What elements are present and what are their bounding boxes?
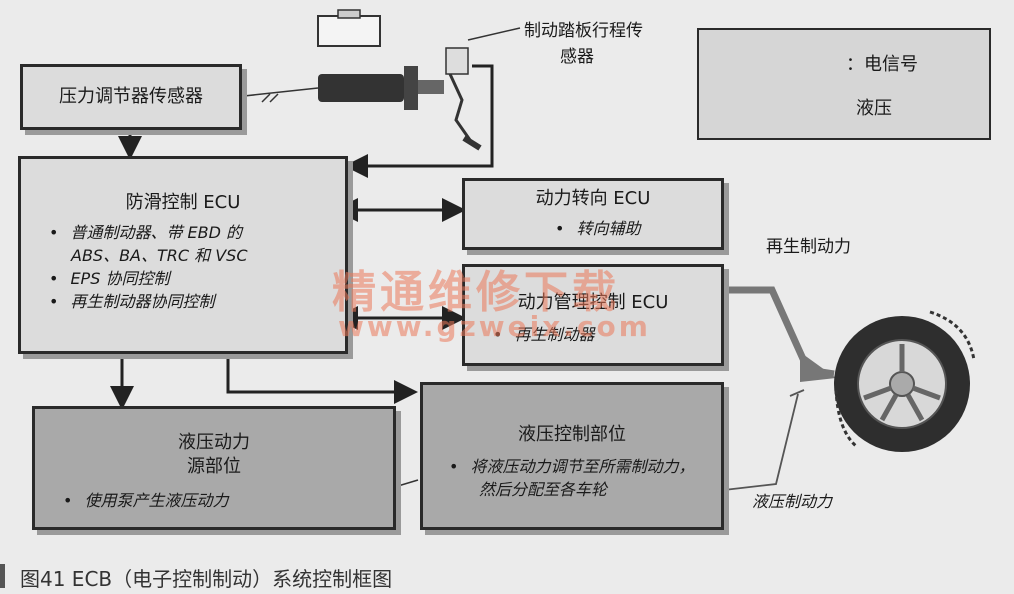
legend-hydraulic-label: 液压 xyxy=(856,98,892,119)
power-ecu-bullet: •再生制动器 xyxy=(493,325,595,344)
skid-ecu-bullet: •EPS 协同控制 xyxy=(49,269,170,288)
power-management-ecu-box: 动力管理控制 ECU •再生制动器 xyxy=(462,264,724,366)
hydraulic-power-source-box: 液压动力 源部位 •使用泵产生液压动力 xyxy=(32,406,396,530)
power-ecu-title: 动力管理控制 ECU xyxy=(517,292,669,313)
pedal-sensor-label-2: 感器 xyxy=(560,47,594,67)
pedal-sensor-label-1: 制动踏板行程传 xyxy=(524,21,643,41)
hyd-control-title: 液压控制部位 xyxy=(518,424,626,445)
steering-ecu-bullet: •转向辅助 xyxy=(555,219,641,238)
regen-braking-force-label: 再生制动力 xyxy=(766,237,851,257)
skid-ecu-bullet: •普通制动器、带 EBD 的 xyxy=(49,223,243,242)
sensor-lead-line xyxy=(243,87,319,97)
hydraulic-braking-force-label: 液压制动力 xyxy=(752,492,833,511)
hydraulic-control-box: 液压控制部位 •将液压动力调节至所需制动力， 然后分配至各车轮 xyxy=(420,382,724,530)
legend-box xyxy=(697,28,991,140)
skid-ecu-bullet: •再生制动器协同控制 xyxy=(49,292,215,311)
legend-electric-label: ：电信号 xyxy=(846,54,918,75)
arrow-ecu-to-control xyxy=(226,356,418,404)
hyd-control-bullet: •将液压动力调节至所需制动力， xyxy=(449,457,695,476)
hyd-source-bullet: •使用泵产生液压动力 xyxy=(63,491,229,510)
hydraulic-line-to-wheel xyxy=(723,393,799,491)
caption-marker xyxy=(0,564,5,588)
hyd-source-title-2: 源部位 xyxy=(187,456,241,477)
power-steering-ecu-box: 动力转向 ECU •转向辅助 xyxy=(462,178,724,250)
pressure-sensor-label: 压力调节器传感器 xyxy=(59,86,203,107)
wheel-drawing xyxy=(834,310,976,452)
skid-control-ecu-box: 防滑控制 ECU •普通制动器、带 EBD 的 ABS、BA、TRC 和 VSC… xyxy=(18,156,348,354)
figure-caption: 图41 ECB（电子控制制动）系统控制框图 xyxy=(20,567,393,591)
arrow-pedal-to-ecu xyxy=(344,64,494,178)
hyd-control-bullet: 然后分配至各车轮 xyxy=(479,480,608,499)
pressure-sensor-box: 压力调节器传感器 xyxy=(20,64,242,130)
regen-power-line xyxy=(724,286,835,378)
skid-ecu-title: 防滑控制 ECU xyxy=(125,192,241,213)
skid-ecu-bullet: ABS、BA、TRC 和 VSC xyxy=(71,246,248,265)
hyd-source-title-1: 液压动力 xyxy=(178,432,250,453)
brake-pedal-drawing xyxy=(317,9,521,151)
steering-ecu-title: 动力转向 ECU xyxy=(535,188,651,209)
